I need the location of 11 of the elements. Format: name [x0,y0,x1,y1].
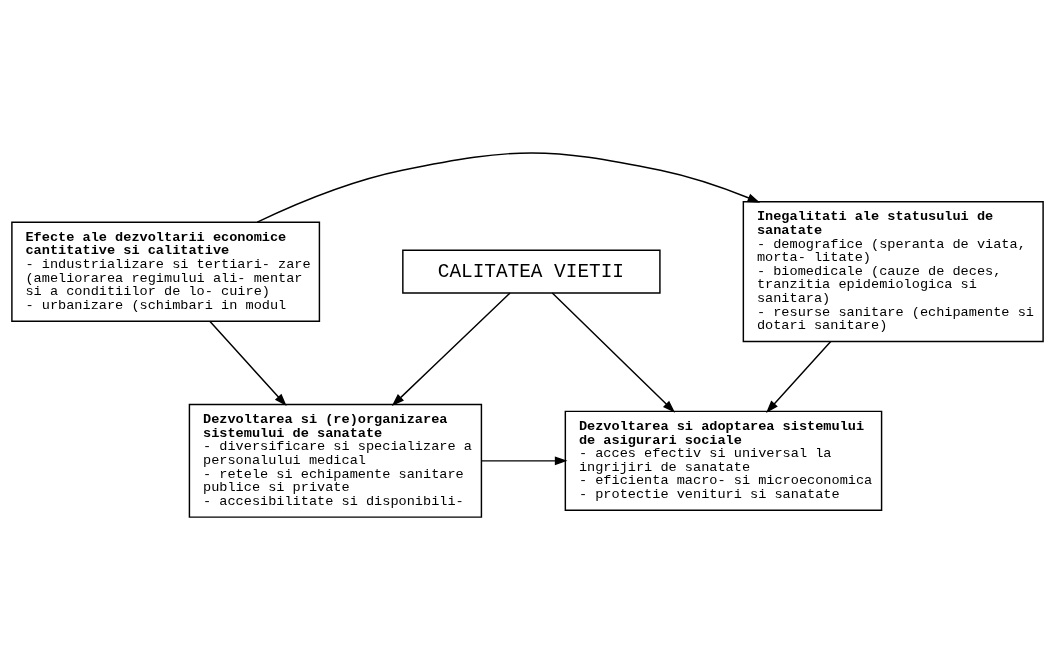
node-box: Inegalitati ale statusului de sanatate - demografice (speranta de viata, morta- litate) - biomedicale (cauze de deces, tranzitia epidemiologica si sanitara) - resurse sanitare (echipamente si dotari sanitare) [742,200,1044,342]
node-box: Dezvoltarea si adoptarea sistemului de asigurari sociale - acces efectiv si universal la ingrijiri de sanatate - eficienta macro- si microeconomica - protectie venituri si sanatate [564,410,883,511]
node-box: CALITATEA VIETII [402,249,661,294]
arrow [551,291,676,413]
arrow [256,151,761,223]
node-box: Dezvoltarea si (re)organizarea sistemului de sanatate - diversificare si specializare a personalului medical - retele si echipamente sanitare publice si private - accesibilitate si disponibili- [188,403,483,518]
arrow [480,455,568,465]
arrow [766,340,832,413]
arrow [391,291,511,406]
node-box: Efecte ale dezvoltarii economice cantitative si calitative - industrializare si tertiari- zare (ameliorarea regimului ali- mentar si a conditiilor de lo- cuire) - urbanizare (schimbari in modul [11,221,321,322]
arrow [209,320,287,406]
